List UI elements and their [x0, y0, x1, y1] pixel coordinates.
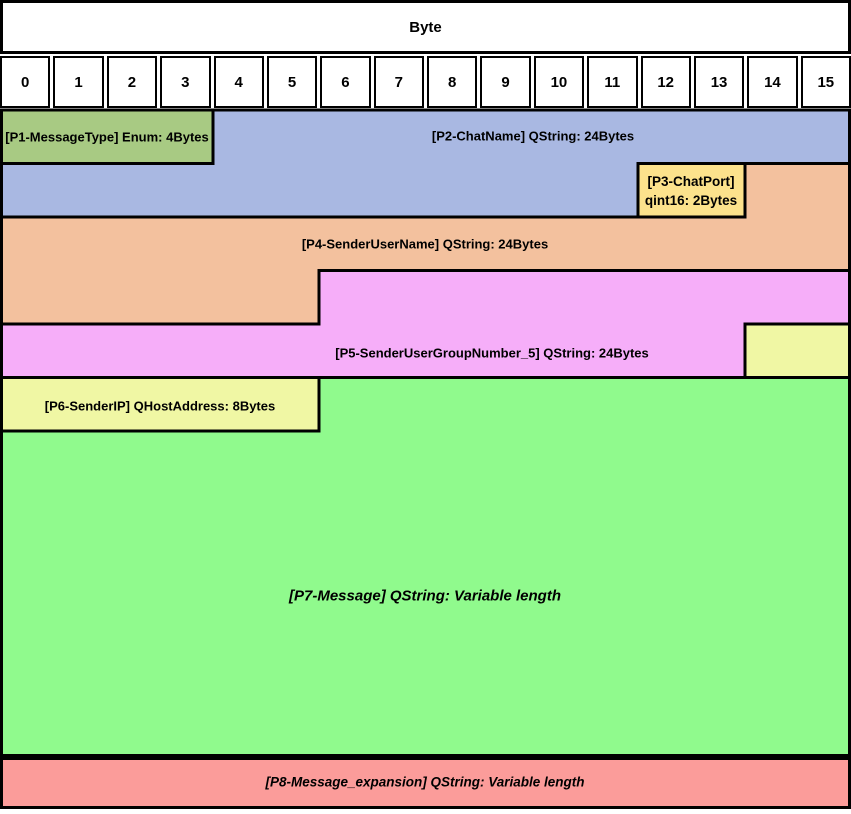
byte-number-row: 0 1 2 3 4 5 6 7 8 9 10 11 12 13 14 15 [0, 56, 851, 108]
byte-header-label: Byte [409, 18, 442, 36]
field-p3-label: [P3-ChatPort] qint16: 2Bytes [645, 172, 737, 210]
field-p5-label: [P5-SenderUserGroupNumber_5] QString: 24… [335, 345, 649, 361]
field-p7-shape [0, 376, 851, 757]
byte-cell-15: 15 [800, 56, 851, 108]
byte-cell-13: 13 [693, 56, 745, 108]
field-p3-shape [636, 162, 747, 219]
field-p7-label: [P7-Message] QString: Variable length [289, 587, 561, 605]
byte-cell-1: 1 [53, 56, 104, 108]
byte-cell-0: 0 [0, 56, 51, 108]
byte-cell-10: 10 [533, 56, 585, 108]
byte-cell-9: 9 [480, 56, 531, 108]
byte-header: Byte [0, 0, 851, 54]
field-p6-label: [P6-SenderIP] QHostAddress: 8Bytes [44, 398, 276, 414]
byte-cell-6: 6 [320, 56, 371, 108]
field-p1-label: [P1-MessageType] Enum: 4Bytes [5, 129, 209, 145]
field-p8-label: [P8-Message_expansion] QString: Variable… [265, 774, 585, 790]
byte-cell-11: 11 [587, 56, 638, 108]
field-p4-label: [P4-SenderUserName] QString: 24Bytes [301, 236, 549, 252]
byte-cell-3: 3 [160, 56, 211, 108]
byte-cell-8: 8 [427, 56, 478, 108]
byte-cell-7: 7 [373, 56, 424, 108]
byte-cell-5: 5 [266, 56, 318, 108]
byte-cell-4: 4 [213, 56, 264, 108]
field-p8-shape [0, 757, 851, 809]
byte-cell-12: 12 [640, 56, 691, 108]
byte-cell-14: 14 [747, 56, 798, 108]
field-p1-shape [0, 108, 215, 165]
byte-cell-2: 2 [106, 56, 158, 108]
field-p2-label: [P2-ChatName] QString: 24Bytes [431, 128, 635, 144]
field-p6-shape-part2 [0, 376, 321, 433]
field-p6-shape-part1 [743, 322, 851, 379]
field-p3-label-line1: [P3-ChatPort] [647, 174, 735, 189]
field-p3-label-line2: qint16: 2Bytes [644, 193, 738, 208]
